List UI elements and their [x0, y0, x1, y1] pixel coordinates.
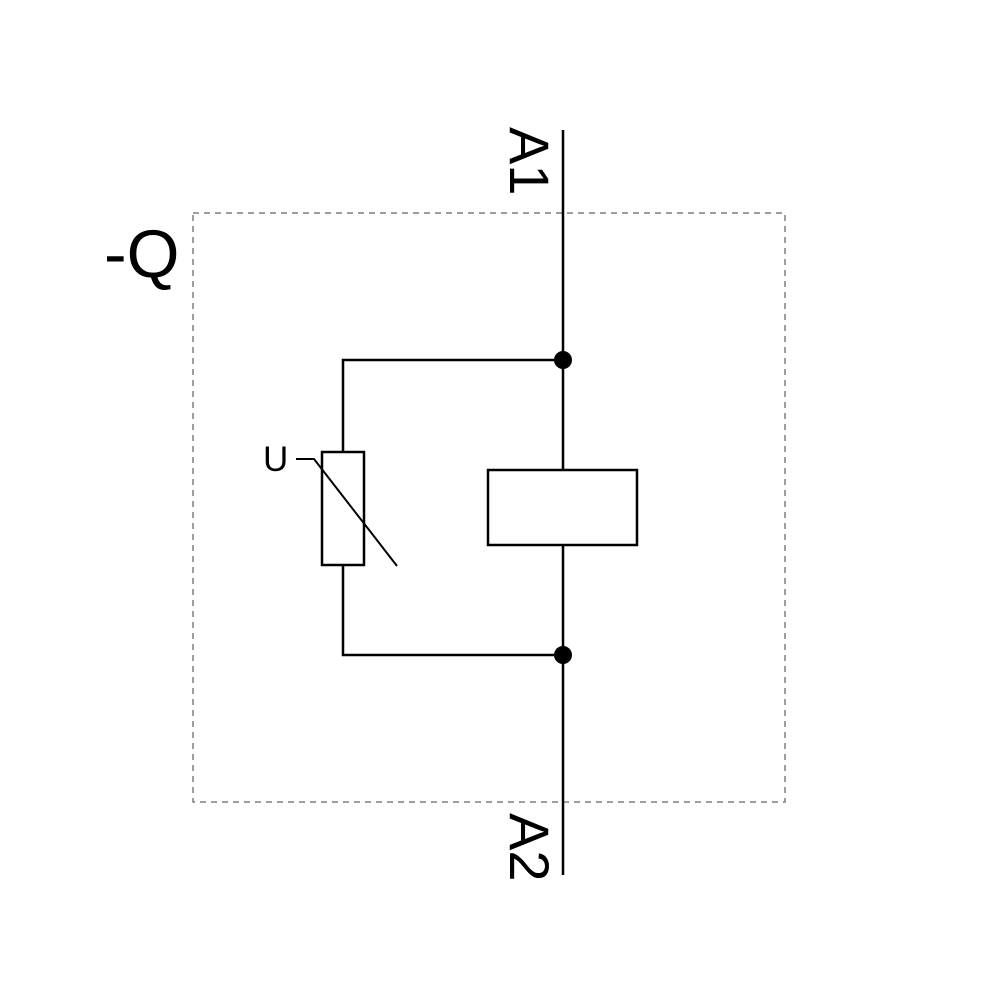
- terminal-label-a1: A1: [498, 127, 561, 196]
- varistor-branch-bottom: [341, 565, 563, 657]
- varistor-diagonal: [296, 458, 398, 567]
- device-boundary: [192, 212, 786, 803]
- coil-body: [486, 468, 639, 547]
- junction-dot-bottom: [554, 646, 572, 664]
- varistor-body: [320, 450, 366, 567]
- device-label: -Q: [104, 216, 180, 292]
- varistor-label: U: [263, 440, 288, 479]
- varistor-branch-top: [341, 358, 563, 452]
- terminal-label-a2: A2: [498, 813, 561, 882]
- junction-dot-top: [554, 351, 572, 369]
